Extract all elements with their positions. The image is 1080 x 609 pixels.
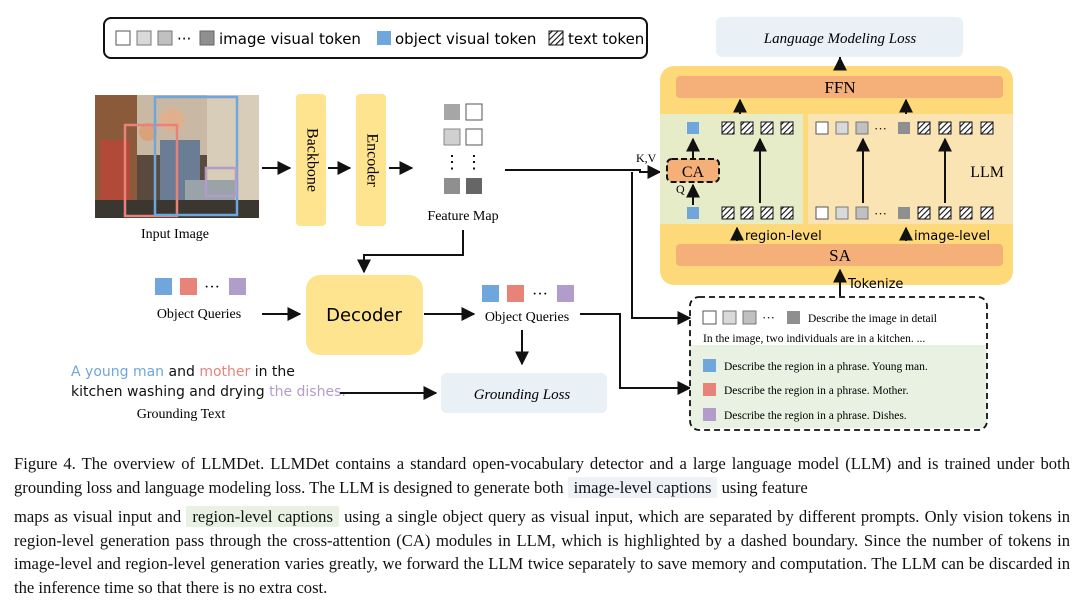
ffn-block	[676, 76, 1003, 98]
legend-object-visual-token: object visual token	[395, 30, 536, 48]
dishes-bbox	[204, 166, 238, 198]
figure-caption: Figure 4. The overview of LLMDet. LLMDet…	[14, 452, 1070, 600]
svg-text:···: ···	[762, 310, 775, 325]
region-prompt-3: Describe the region in a phrase. Dishes.	[724, 410, 907, 422]
image-bottom-tokens: ···	[815, 206, 994, 221]
backbone-block	[296, 94, 326, 226]
image-prompt-row: ··· Describe the image in detail	[702, 310, 937, 325]
lm-loss-label: Language Modeling Loss	[763, 31, 917, 47]
mother-bbox	[123, 123, 179, 218]
svg-text:kitchen washing and drying the: kitchen washing and drying the dishes.	[71, 384, 346, 400]
caption-part-1: Figure 4. The overview of LLMDet. LLMDet…	[14, 454, 1070, 497]
cross-attention-block	[666, 158, 720, 183]
region-prompt-2: Describe the region in a phrase. Mother.	[724, 385, 909, 397]
region-level-label: region-level	[745, 229, 822, 244]
decoder-block	[306, 275, 423, 355]
llm-label: LLM	[970, 164, 1004, 181]
prompt-box	[689, 296, 988, 431]
image-top-tokens: ···	[815, 121, 994, 136]
feature-map: ⋮ ⋮	[443, 103, 483, 194]
caption-highlight-region-level: region-level captions	[186, 506, 339, 528]
object-queries-output: ···	[482, 285, 574, 303]
image-level-label: image-level	[914, 229, 990, 244]
tokenize-label: Tokenize	[847, 277, 903, 292]
caption-part-3: maps as visual input and	[14, 507, 182, 527]
decoder-label: Decoder	[326, 305, 402, 326]
svg-text:⋮: ⋮	[443, 152, 461, 172]
svg-text:···: ···	[874, 121, 887, 136]
sa-label: SA	[829, 246, 851, 265]
overview-figure: ··· image visual token object visual tok…	[71, 17, 1013, 431]
grounding-loss-block	[441, 373, 607, 413]
backbone-label: Backbone	[303, 128, 320, 192]
image-answer-text: In the image, two individuals are in a k…	[703, 333, 925, 345]
svg-text:···: ···	[874, 206, 887, 221]
svg-text:A young man and mother in the: A young man and mother in the	[71, 364, 295, 380]
region-prompt-1: Describe the region in a phrase. Young m…	[724, 361, 928, 373]
caption-part-2: using feature	[721, 477, 808, 497]
svg-text:⋮: ⋮	[465, 152, 483, 172]
object-queries-input: ···	[155, 278, 246, 296]
input-image-label: Input Image	[141, 227, 209, 242]
kv-label: K,V	[636, 151, 657, 165]
image-prompt-text: Describe the image in detail	[808, 313, 937, 325]
self-attention-block	[676, 244, 1003, 266]
object-queries-label: Object Queries	[157, 307, 241, 322]
lm-loss-block	[716, 17, 963, 57]
legend-text-token: text token	[568, 30, 644, 48]
encoder-label: Encoder	[363, 133, 380, 187]
legend-ellipsis: ···	[177, 30, 191, 48]
ca-label: CA	[682, 164, 705, 181]
q-label: Q	[676, 182, 685, 196]
region-bottom-tokens	[687, 206, 794, 220]
grounding-text: A young man and mother in the kitchen wa…	[71, 364, 346, 400]
svg-text:···: ···	[532, 286, 548, 303]
caption-highlight-image-level: image-level captions	[567, 476, 718, 498]
region-top-tokens	[687, 121, 794, 135]
region-prompt-area	[690, 345, 987, 428]
legend-image-visual-token: image visual token	[219, 30, 361, 48]
grounding-text-label: Grounding Text	[137, 407, 226, 422]
svg-text:···: ···	[204, 279, 220, 296]
caption-part-4: using a single object query as visual in…	[14, 507, 1071, 597]
grounding-loss-label: Grounding Loss	[474, 387, 571, 403]
token-legend: ··· image visual token object visual tok…	[103, 17, 648, 59]
ffn-label: FFN	[824, 78, 855, 97]
input-image	[95, 95, 259, 218]
object-queries-output-label: Object Queries	[485, 310, 569, 325]
encoder-block	[356, 94, 386, 226]
feature-map-label: Feature Map	[427, 209, 498, 224]
young-man-bbox	[153, 95, 239, 217]
